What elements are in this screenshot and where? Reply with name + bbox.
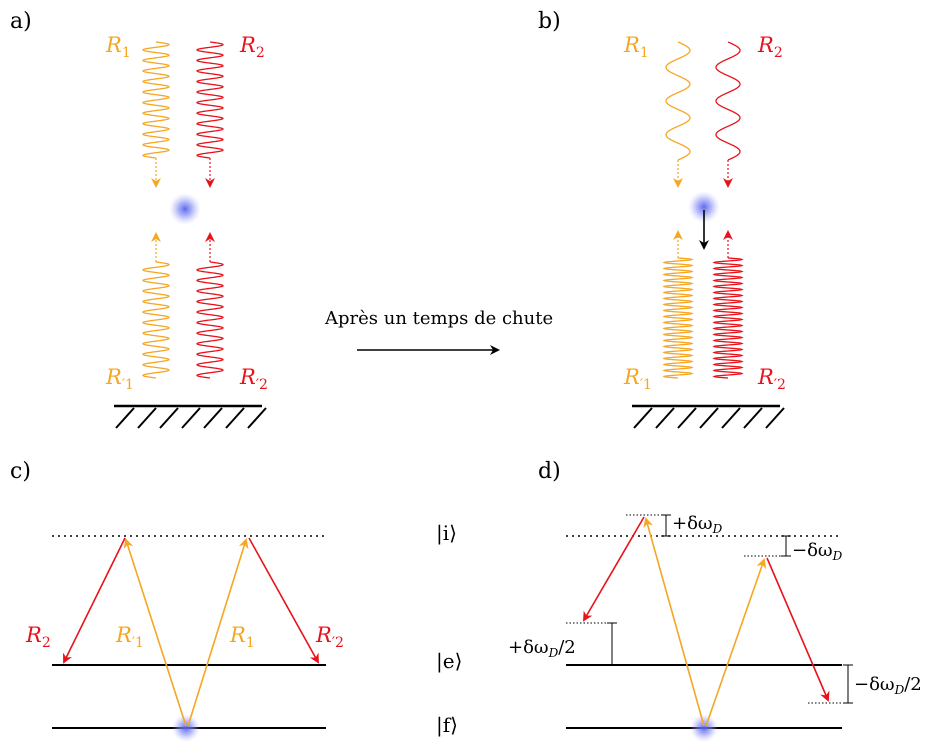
label-r1-b: R1 [623,33,649,61]
wave-r1-b [665,41,691,161]
hatch-stroke [655,407,675,429]
hatch-stroke [159,407,179,429]
panel-c: R2 R′1 R1 R′2 [25,535,344,742]
level-label-f: |f⟩ [436,713,458,738]
hatch-stroke [699,407,719,429]
label-r2-c: R2 [25,623,51,651]
panel-a: R1 R2 R′1 R′2 [105,33,268,429]
ground-hatch-b [633,407,785,429]
label-plus-dw: +δωD [672,513,723,536]
arrow-r1p-up-c [123,538,187,727]
hatch-stroke [203,407,223,429]
wave-r1p-b [662,257,694,379]
atom-a [169,193,201,225]
level-label-e: |e⟩ [436,649,462,674]
label-r2-a: R2 [239,33,265,61]
wave-r2p-b [712,257,744,379]
label-r1p-b: R′1 [623,365,652,393]
wave-r2-b [715,41,741,161]
arrow-r1-up-c [187,538,249,727]
label-r2p-c: R′2 [315,623,344,651]
label-r1-a: R1 [105,33,131,61]
wave-r2p-a [196,261,224,379]
label-r2p-b: R′2 [757,365,786,393]
panel-label-d: d) [538,459,561,484]
hatch-stroke [247,407,267,429]
label-plus-dw-half: +δωD/2 [508,637,576,660]
caption-text: Après un temps de chute [324,308,553,329]
hatch-stroke [765,407,785,429]
wave-r1-a [142,41,170,159]
hatch-stroke [225,407,245,429]
arrow-r1p-up-d [643,517,705,727]
panel-label-c: c) [10,459,31,484]
label-r2-b: R2 [757,33,783,61]
atom-d [690,714,718,742]
arrow-r2p-down-d [766,557,830,702]
wave-r1p-a [142,261,170,379]
label-minus-dw: −δωD [792,540,843,563]
wave-r2-a [196,41,224,159]
hatch-stroke [677,407,697,429]
ground-hatch-a [115,407,267,429]
label-r1p-a: R′1 [105,365,134,393]
hatch-stroke [721,407,741,429]
hatch-stroke [137,407,157,429]
panel-label-a: a) [10,9,32,34]
label-r2p-a: R′2 [239,365,268,393]
label-r1-c: R1 [229,623,255,651]
label-r1p-c: R′1 [115,623,144,651]
arrow-r2p-down-c [248,537,319,664]
level-label-i: |i⟩ [436,521,457,546]
hatch-stroke [181,407,201,429]
hatch-stroke [633,407,653,429]
atom-c [172,714,200,742]
arrow-r1-up-d [705,558,767,727]
hatch-stroke [115,407,135,429]
atom-b [688,191,720,223]
hatch-stroke [743,407,763,429]
panel-d: +δωD −δωD +δωD/2 −δωD/2 [508,513,922,742]
panel-label-b: b) [538,9,561,34]
panel-b: R1 R2 R′1 R′2 [623,33,786,429]
label-minus-dw-half: −δωD/2 [854,674,922,697]
arrow-r2-down-c [63,537,126,664]
arrow-r2-down-d [582,516,645,622]
